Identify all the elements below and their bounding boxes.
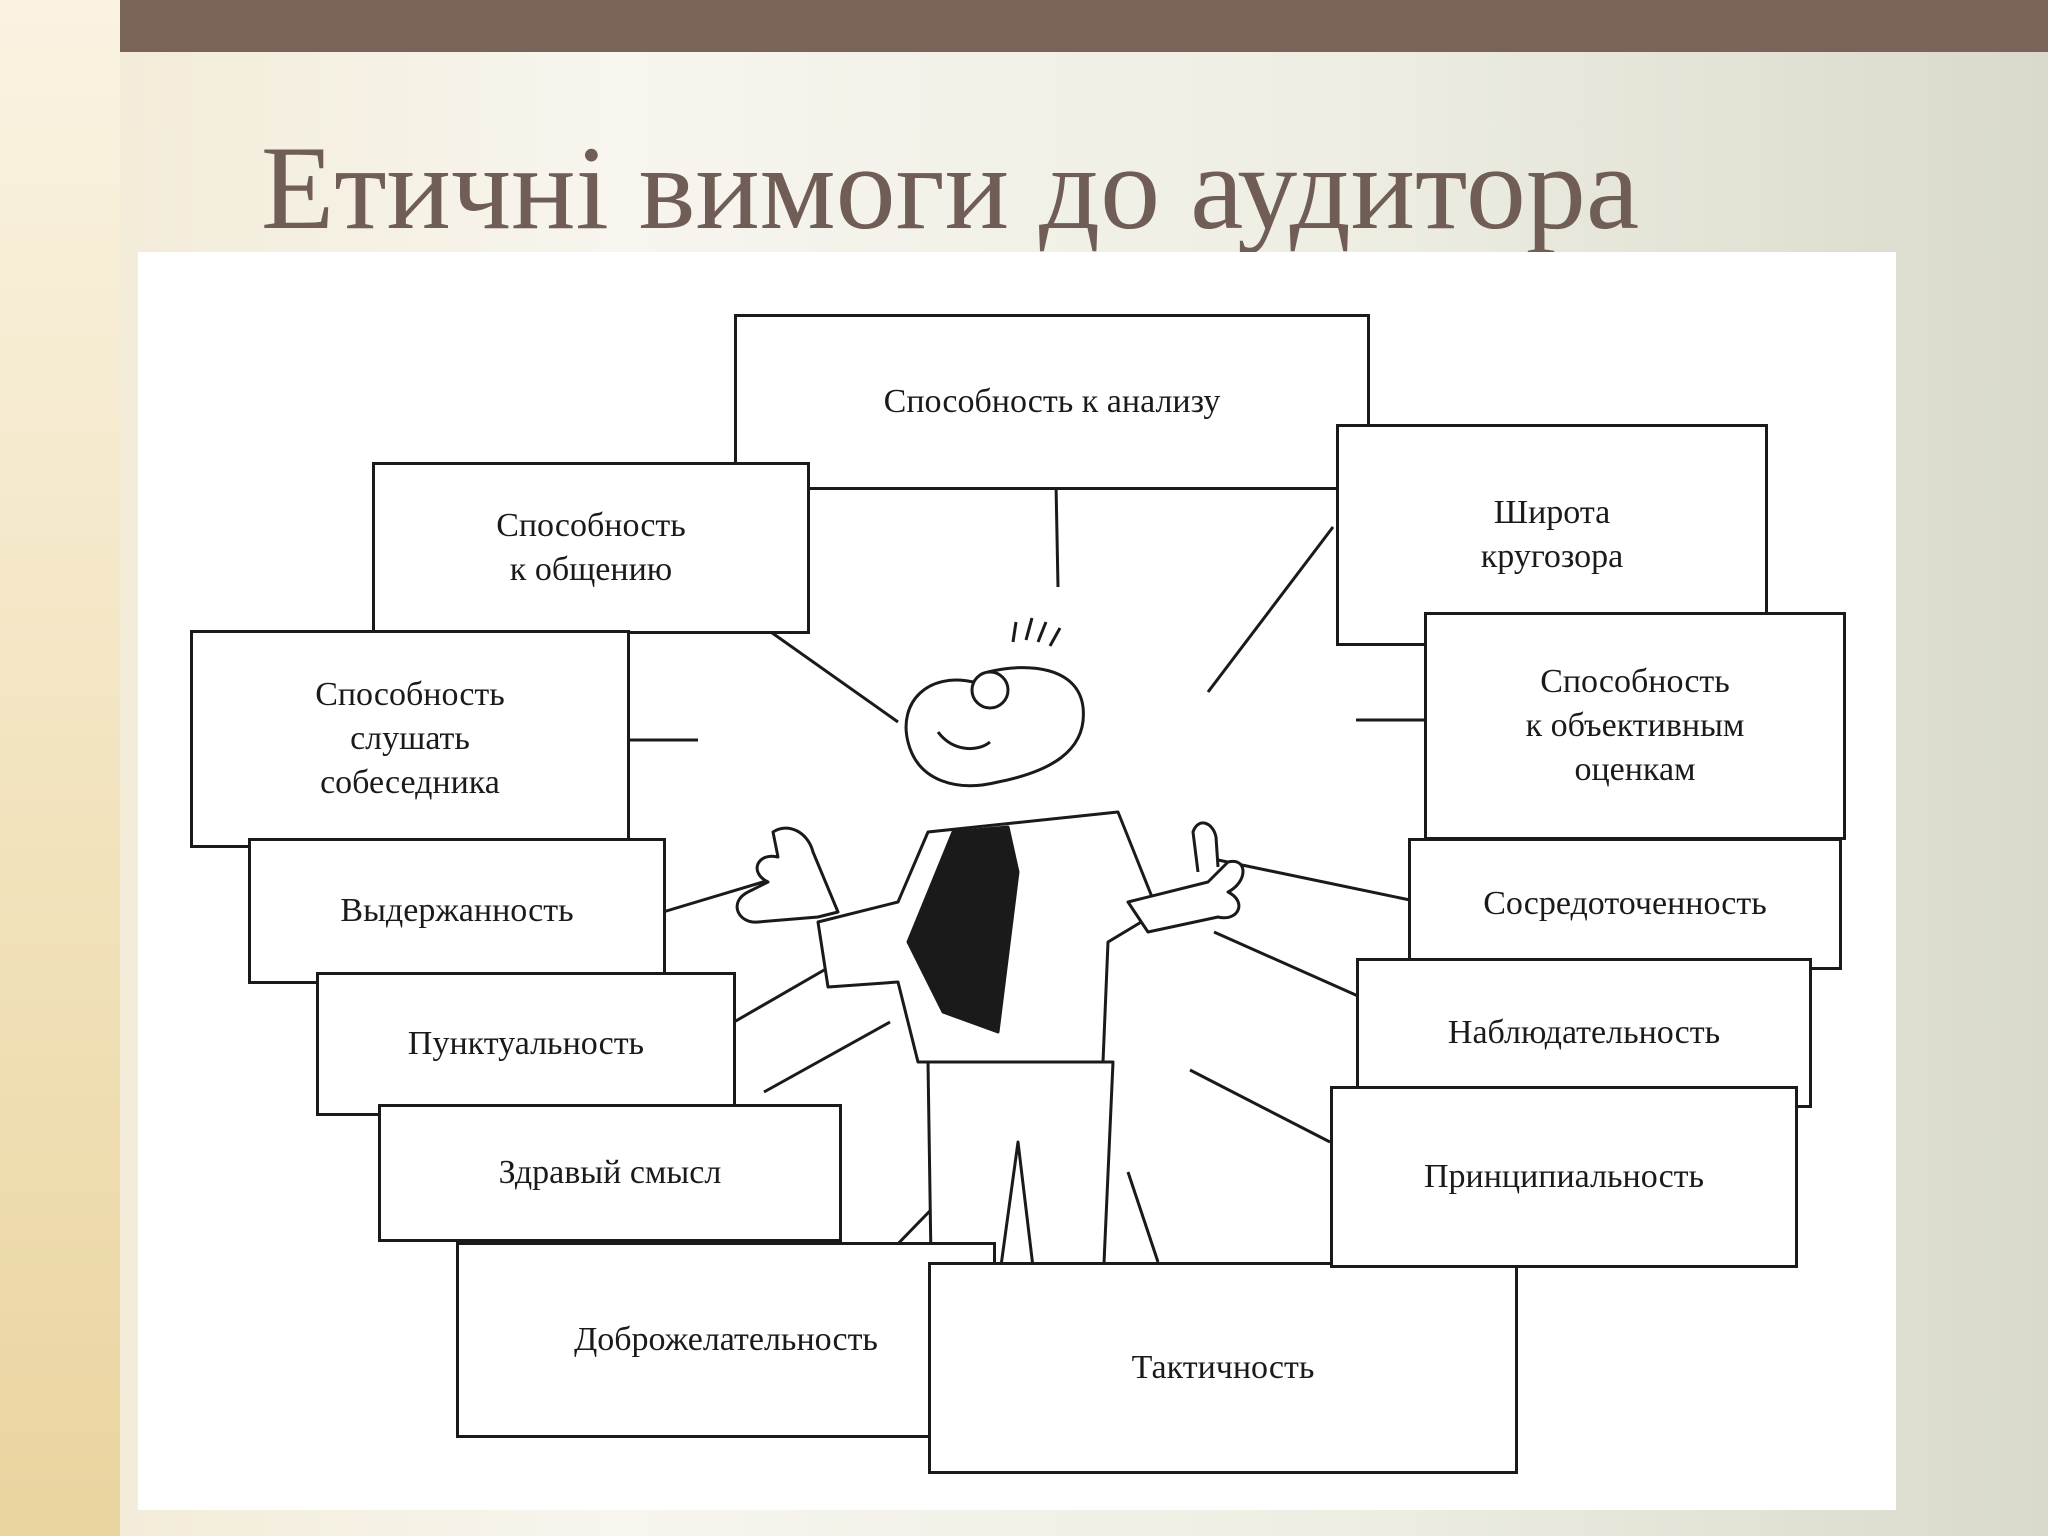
left-decorative-band bbox=[0, 0, 120, 1536]
box-label: Способность к анализу bbox=[883, 383, 1221, 420]
box-label: Пунктуальность bbox=[407, 1025, 645, 1062]
box-restraint: Выдержанность bbox=[248, 838, 666, 984]
top-accent-bar bbox=[120, 0, 2048, 52]
box-outlook: Широта кругозора bbox=[1336, 424, 1768, 646]
box-label: Тактичность bbox=[1131, 1349, 1315, 1386]
box-common-sense: Здравый смысл bbox=[378, 1104, 842, 1242]
box-label: Наблюдательность bbox=[1447, 1014, 1721, 1051]
auditor-requirements-diagram: Способность к анализу Способность к обще… bbox=[138, 252, 1896, 1510]
box-principle: Принципиальность bbox=[1330, 1086, 1798, 1268]
box-analysis: Способность к анализу bbox=[734, 314, 1370, 490]
box-focus: Сосредоточенность bbox=[1408, 838, 1842, 970]
box-label: Доброжелательность bbox=[574, 1321, 878, 1358]
slide-title: Етичні вимоги до аудитора bbox=[260, 121, 1640, 254]
box-communication: Способность к общению bbox=[372, 462, 810, 634]
connector-lines bbox=[628, 483, 1428, 1263]
box-label: Сосредоточенность bbox=[1483, 885, 1767, 922]
box-label: Широта кругозора bbox=[1480, 494, 1624, 575]
box-objectivity: Способность к объективным оценкам bbox=[1424, 612, 1846, 840]
box-observation: Наблюдательность bbox=[1356, 958, 1812, 1108]
box-punctuality: Пунктуальность bbox=[316, 972, 736, 1116]
box-label: Способность к объективным оценкам bbox=[1525, 663, 1745, 788]
box-label: Принципиальность bbox=[1423, 1158, 1705, 1195]
box-listening: Способность слушать собеседника bbox=[190, 630, 630, 848]
box-label: Способность к общению bbox=[496, 507, 686, 588]
box-tact: Тактичность bbox=[928, 1262, 1518, 1474]
box-label: Здравый смысл bbox=[498, 1154, 722, 1191]
box-benevolence: Доброжелательность bbox=[456, 1242, 996, 1438]
box-label: Способность слушать собеседника bbox=[315, 676, 505, 801]
box-label: Выдержанность bbox=[340, 892, 574, 929]
